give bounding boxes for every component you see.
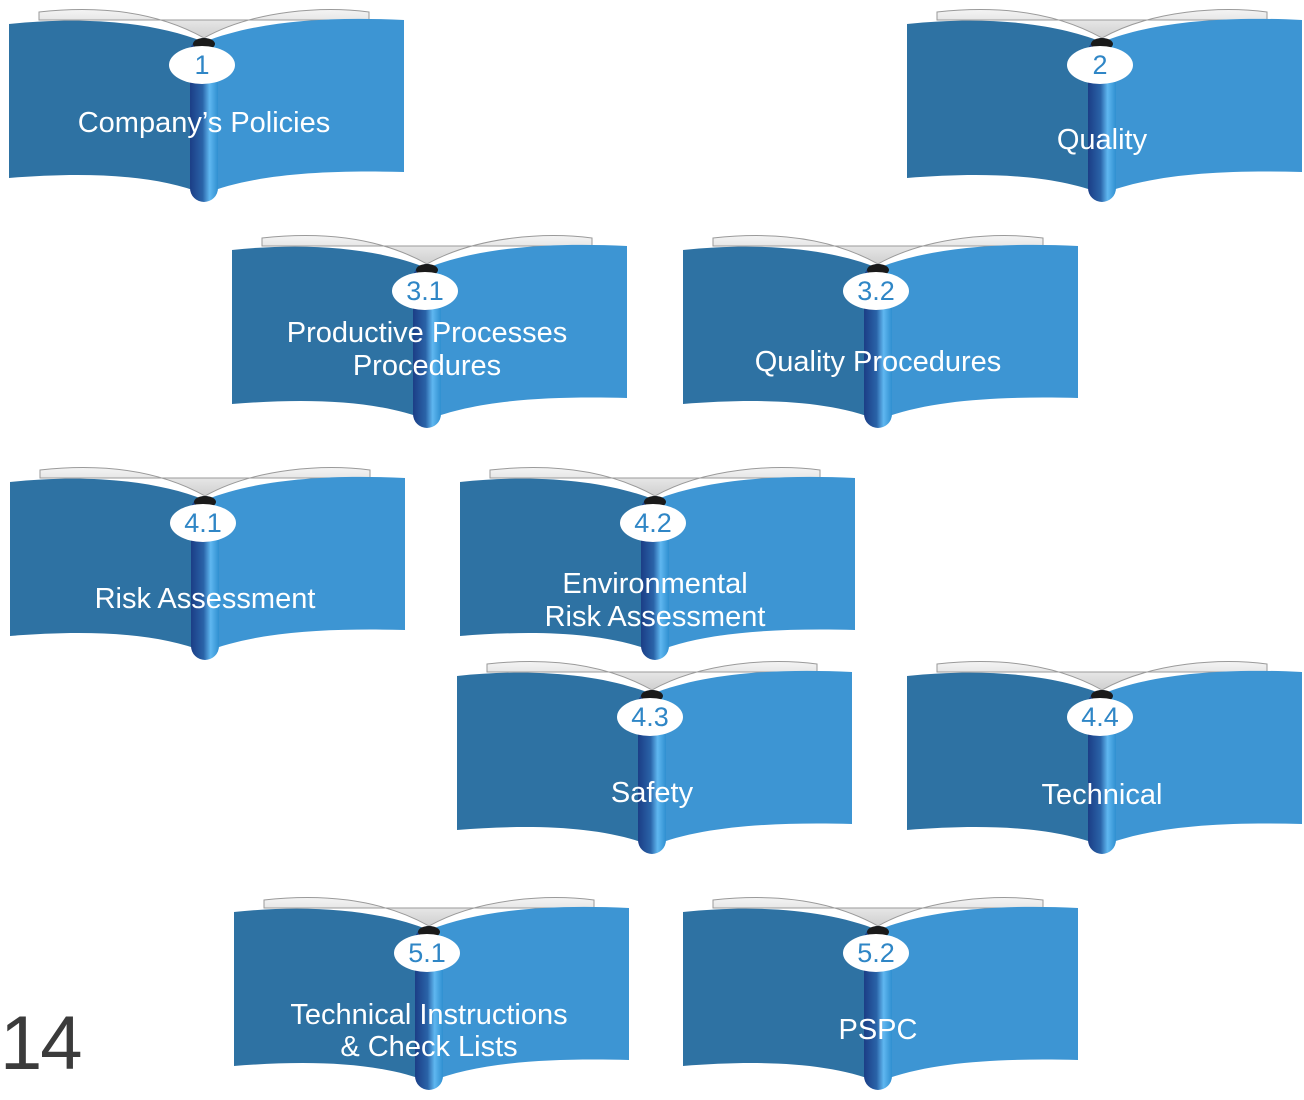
book-4-3: 4.3 Safety	[452, 654, 852, 864]
book-3-2: 3.2 Quality Procedures	[678, 228, 1078, 438]
book-title-line: & Check Lists	[340, 1031, 518, 1063]
book-1: 1 Company’s Policies	[4, 2, 404, 212]
book-title-line: Environmental	[562, 568, 748, 600]
book-title-line: Quality	[1056, 124, 1148, 156]
open-book-icon	[907, 9, 1302, 202]
book-number-badge: 1	[169, 46, 235, 84]
open-book-icon	[460, 467, 855, 660]
open-book-icon	[10, 467, 405, 660]
book-4-2: 4.2 Environmental Risk Assessment	[455, 460, 855, 670]
book-3-1: 3.1 Productive Processes Procedures	[227, 228, 627, 438]
book-title-line: Technical Instructions	[290, 999, 568, 1031]
book-number-badge: 4.2	[620, 504, 686, 542]
book-title-line: Safety	[610, 777, 694, 809]
book-title-line: Risk Assessment	[544, 601, 766, 633]
open-book-icon	[234, 897, 629, 1090]
book-number-badge: 5.1	[394, 934, 460, 972]
book-number-badge: 3.1	[392, 272, 458, 310]
book-title-line: PSPC	[838, 1014, 918, 1046]
book-number-badge: 3.2	[843, 272, 909, 310]
open-book-icon	[457, 661, 852, 854]
book-number-badge: 4.4	[1067, 698, 1133, 736]
page-number: 14	[0, 1001, 83, 1086]
open-book-icon	[683, 235, 1078, 428]
open-book-icon	[683, 897, 1078, 1090]
book-title-line: Quality Procedures	[754, 346, 1002, 378]
book-title-line: Company’s Policies	[77, 107, 331, 139]
open-book-icon	[232, 235, 627, 428]
book-title-line: Productive Processes	[286, 317, 568, 349]
book-number-badge: 4.3	[617, 698, 683, 736]
book-number-badge: 4.1	[170, 504, 236, 542]
open-book-icon	[907, 661, 1302, 854]
book-title-line: Procedures	[352, 350, 502, 382]
open-book-icon	[9, 9, 404, 202]
book-number-badge: 5.2	[843, 934, 909, 972]
book-4-1: 4.1 Risk Assessment	[5, 460, 405, 670]
book-title-line: Technical	[1041, 779, 1163, 811]
book-number-badge: 2	[1067, 46, 1133, 84]
book-title-line: Risk Assessment	[94, 583, 316, 615]
book-4-4: 4.4 Technical	[902, 654, 1302, 864]
book-5-2: 5.2 PSPC	[678, 890, 1078, 1100]
book-2: 2 Quality	[902, 2, 1302, 212]
book-5-1: 5.1 Technical Instructions & Check Lists	[229, 890, 629, 1100]
